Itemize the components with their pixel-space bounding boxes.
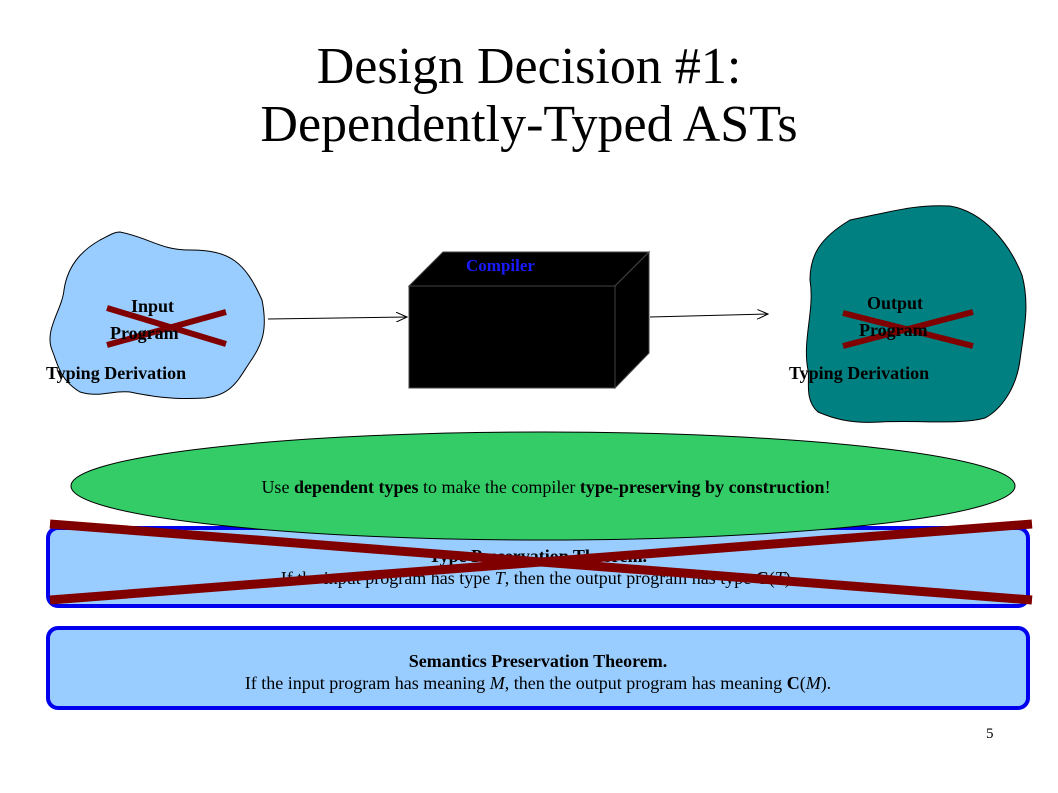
- input-program-label-line-2: Program: [110, 323, 179, 343]
- compiler-label: Compiler: [466, 256, 535, 275]
- page-number: 5: [986, 726, 994, 742]
- input-program-cross: [106, 305, 227, 348]
- output-program-label-line-2: Program: [859, 320, 928, 340]
- semantics-preservation-theorem-body: If the input program has meaning M, then…: [50, 672, 1026, 694]
- input-program-label-line-1: Input: [131, 296, 175, 316]
- title-line-2: Dependently-Typed ASTs: [260, 96, 798, 153]
- callout-text-segment: type-preserving by construction: [579, 477, 825, 497]
- semantics-theorem-body-segment: , then the output program has meaning: [504, 673, 787, 693]
- semantics-theorem-body-segment: C: [786, 673, 800, 693]
- semantics-theorem-body-segment: ).: [820, 673, 832, 693]
- type-theorem-body-segment: T: [494, 568, 505, 588]
- output-program-cloud: [805, 205, 1027, 423]
- semantics-theorem-body-segment: M: [489, 673, 505, 693]
- input-program-cloud: [49, 231, 265, 400]
- output-typing-derivation-label: Typing Derivation: [789, 363, 930, 383]
- dependent-types-callout-text: Use dependent types to make the compiler…: [80, 476, 1012, 498]
- semantics-preservation-theorem-box: Semantics Preservation Theorem. If the i…: [46, 626, 1030, 710]
- title-line-1: Design Decision #1:: [316, 38, 742, 95]
- callout-text-segment: !: [824, 477, 831, 497]
- callout-text-segment: Use: [261, 477, 294, 497]
- callout-text-segment: dependent types: [293, 477, 419, 497]
- semantics-preservation-theorem-title: Semantics Preservation Theorem.: [408, 651, 668, 671]
- input-typing-derivation-label: Typing Derivation: [46, 363, 187, 383]
- compiler-box: [407, 250, 651, 390]
- arrow-input-to-compiler: [267, 317, 407, 319]
- output-program-label-line-1: Output: [867, 293, 924, 313]
- slide-title: Design Decision #1: Dependently-Typed AS…: [0, 38, 1058, 154]
- callout-text-segment: to make the compiler: [418, 477, 580, 497]
- arrow-compiler-to-output: [649, 314, 768, 317]
- output-program-cross: [842, 309, 974, 349]
- semantics-theorem-body-segment: (: [799, 673, 806, 693]
- semantics-theorem-body-segment: If the input program has meaning: [244, 673, 490, 693]
- semantics-theorem-body-segment: M: [805, 673, 821, 693]
